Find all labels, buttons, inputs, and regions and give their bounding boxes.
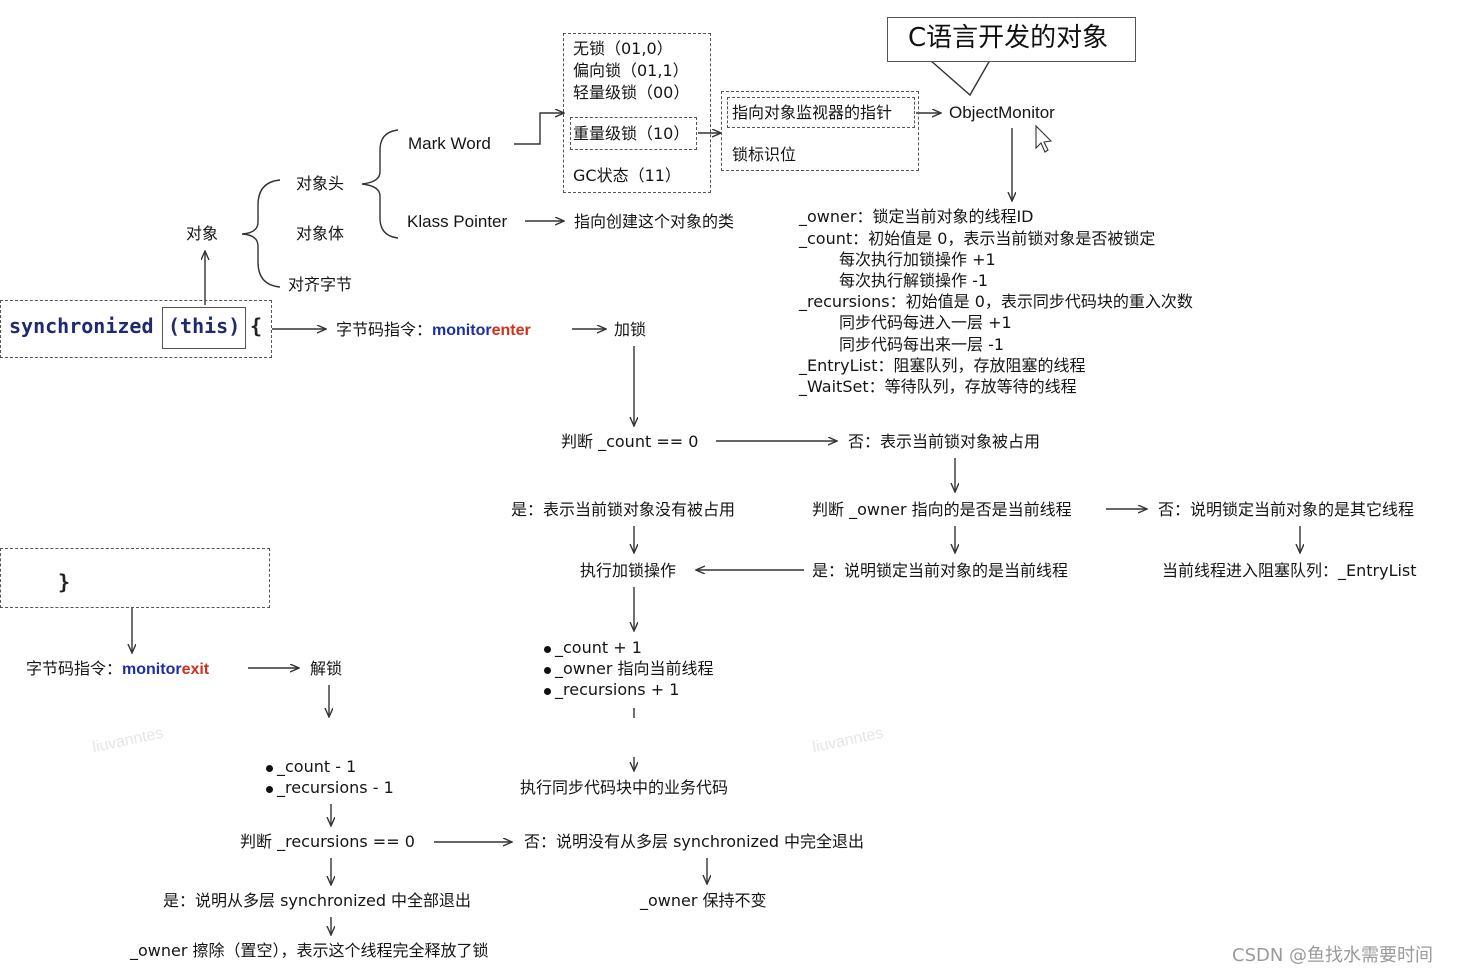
this-box bbox=[162, 307, 246, 349]
state-biased: 偏向锁（01,1） bbox=[573, 61, 689, 80]
heavy-lock-box bbox=[570, 117, 697, 150]
enter-step-recursions: _recursions + 1 bbox=[555, 680, 680, 699]
node-klass-pointer: Klass Pointer bbox=[407, 212, 508, 231]
node-lock: 加锁 bbox=[614, 320, 647, 339]
node-owner-keep: _owner 保持不变 bbox=[640, 891, 767, 910]
node-owner-no: 否：说明锁定当前对象的是其它线程 bbox=[1158, 500, 1415, 519]
callout-title: C语言开发的对象 bbox=[908, 23, 1109, 53]
code-open-box bbox=[0, 300, 272, 358]
brace-header bbox=[361, 129, 399, 239]
enter-step-count: _count + 1 bbox=[555, 638, 642, 657]
enter-kw-monitor: monitor bbox=[432, 322, 492, 339]
node-judge-recursions: 判断 _recursions == 0 bbox=[240, 832, 415, 851]
code-open-brace: { bbox=[250, 314, 263, 338]
enter-instr-prefix: 字节码指令： bbox=[336, 320, 433, 339]
state-light: 轻量级锁（00） bbox=[573, 83, 690, 102]
node-count-yes: 是：表示当前锁对象没有被占用 bbox=[511, 500, 736, 519]
node-header: 对象头 bbox=[296, 174, 345, 193]
footer-credit: CSDN @鱼找水需要时间 bbox=[1232, 945, 1434, 966]
field-rec-dec: 同步代码每出来一层 -1 bbox=[839, 335, 1005, 354]
node-judge-owner: 判断 _owner 指向的是否是当前线程 bbox=[812, 500, 1072, 519]
node-unlock: 解锁 bbox=[310, 659, 343, 678]
exit-kw-monitor: monitor bbox=[122, 661, 182, 678]
code-close-brace: } bbox=[58, 570, 71, 594]
lock-states-box bbox=[563, 33, 711, 193]
node-judge-count: 判断 _count == 0 bbox=[561, 432, 699, 451]
node-owner-yes: 是：说明锁定当前对象的是当前线程 bbox=[812, 561, 1069, 580]
node-padding: 对齐字节 bbox=[288, 275, 353, 294]
field-count-inc: 每次执行加锁操作 +1 bbox=[839, 250, 996, 269]
node-rec-no: 否：说明没有从多层 synchronized 中完全退出 bbox=[524, 832, 865, 851]
field-recursions: _recursions：初始值是 0，表示同步代码块的重入次数 bbox=[799, 292, 1193, 311]
exit-step-count: _count - 1 bbox=[277, 757, 357, 776]
cursor-icon bbox=[1035, 124, 1053, 153]
pointer-inner-box bbox=[727, 97, 915, 128]
node-object: 对象 bbox=[186, 224, 219, 243]
code-close-box bbox=[0, 548, 270, 608]
field-count: _count：初始值是 0，表示当前锁对象是否被锁定 bbox=[799, 229, 1156, 248]
field-waitset: _WaitSet：等待队列，存放等待的线程 bbox=[799, 377, 1077, 396]
exit-step-recursions: _recursions - 1 bbox=[277, 778, 394, 797]
field-rec-inc: 同步代码每进入一层 +1 bbox=[839, 313, 1012, 332]
code-synchronized: synchronized bbox=[9, 314, 154, 338]
exit-step-bullet bbox=[266, 786, 273, 793]
callout-box bbox=[887, 17, 1136, 62]
field-entrylist: _EntryList：阻塞队列，存放阻塞的线程 bbox=[799, 356, 1086, 375]
enter-kw-enter: enter bbox=[491, 322, 531, 339]
exit-kw-exit: exit bbox=[181, 661, 210, 678]
node-do-lock: 执行加锁操作 bbox=[580, 561, 677, 580]
node-owner-clear: _owner 擦除（置空），表示这个线程完全释放了锁 bbox=[130, 941, 489, 960]
enter-instruction: 字节码指令：monitorenter bbox=[336, 320, 531, 341]
state-no-lock: 无锁（01,0） bbox=[573, 39, 673, 58]
enter-step-owner: _owner 指向当前线程 bbox=[555, 659, 714, 678]
field-owner: _owner：锁定当前对象的线程ID bbox=[799, 207, 1034, 226]
state-gc: GC状态（11） bbox=[573, 166, 681, 185]
node-count-no: 否：表示当前锁对象被占用 bbox=[848, 432, 1041, 451]
enter-step-bullet bbox=[544, 667, 551, 674]
arrow-markword-to-states bbox=[514, 113, 563, 145]
node-mark-word: Mark Word bbox=[408, 134, 491, 153]
node-rec-yes: 是：说明从多层 synchronized 中全部退出 bbox=[163, 891, 472, 910]
pointer-label: 指向对象监视器的指针 bbox=[732, 103, 893, 122]
flag-label: 锁标识位 bbox=[732, 145, 797, 164]
callout-tail bbox=[929, 59, 991, 97]
pointer-outer-box bbox=[721, 91, 919, 171]
code-this: (this) bbox=[168, 314, 241, 338]
enter-step-bullet bbox=[544, 688, 551, 695]
brace-object bbox=[241, 179, 281, 288]
exit-instr-prefix: 字节码指令： bbox=[26, 659, 123, 678]
state-heavy: 重量级锁（10） bbox=[573, 124, 690, 143]
field-count-dec: 每次执行解锁操作 -1 bbox=[839, 271, 989, 290]
node-exec-business: 执行同步代码块中的业务代码 bbox=[520, 778, 729, 797]
exit-step-bullet bbox=[266, 765, 273, 772]
enter-step-bullet bbox=[544, 646, 551, 653]
node-to-entrylist: 当前线程进入阻塞队列：_EntryList bbox=[1162, 561, 1417, 580]
object-monitor-label: ObjectMonitor bbox=[949, 103, 1055, 122]
node-klass-desc: 指向创建这个对象的类 bbox=[574, 212, 735, 231]
node-body: 对象体 bbox=[296, 224, 345, 243]
exit-instruction: 字节码指令：monitorexit bbox=[26, 659, 209, 680]
